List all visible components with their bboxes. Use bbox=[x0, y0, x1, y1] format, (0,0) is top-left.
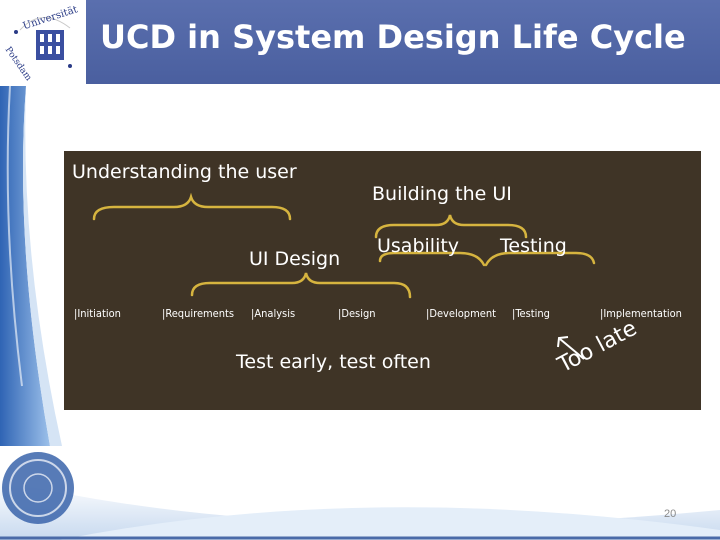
phase-implementation: |Implementation bbox=[600, 307, 682, 320]
brace-understanding bbox=[92, 192, 292, 221]
label-test-early-test-often: Test early, test often bbox=[236, 351, 431, 373]
label-testing: Testing bbox=[500, 235, 567, 257]
brace-usability bbox=[378, 251, 486, 267]
ucd-lifecycle-diagram: Understanding the user Building the UI U… bbox=[64, 151, 701, 410]
label-understanding-the-user: Understanding the user bbox=[72, 161, 297, 183]
phase-requirements: |Requirements bbox=[162, 307, 235, 320]
phase-development: |Development bbox=[426, 307, 496, 320]
slide-header bbox=[0, 0, 720, 84]
bottom-wave-decoration bbox=[0, 452, 720, 540]
too-late-arrow bbox=[557, 336, 585, 360]
university-logo: Universität Potsdam bbox=[0, 0, 86, 86]
phase-testing: |Testing bbox=[512, 307, 550, 320]
brace-building bbox=[374, 214, 528, 239]
left-swoosh-decoration bbox=[0, 86, 62, 446]
phase-analysis: |Analysis bbox=[251, 307, 296, 320]
brace-ui-design bbox=[190, 272, 412, 299]
page-number: 20 bbox=[664, 508, 677, 520]
label-building-the-ui: Building the UI bbox=[372, 183, 512, 205]
label-ui-design: UI Design bbox=[249, 248, 341, 270]
label-usability: Usability bbox=[377, 235, 460, 257]
slide-title: UCD in System Design Life Cycle bbox=[100, 18, 686, 56]
brace-testing bbox=[484, 251, 596, 267]
phase-initiation: |Initiation bbox=[74, 307, 121, 320]
phase-design: |Design bbox=[338, 307, 376, 320]
diagram-braces bbox=[92, 192, 596, 360]
